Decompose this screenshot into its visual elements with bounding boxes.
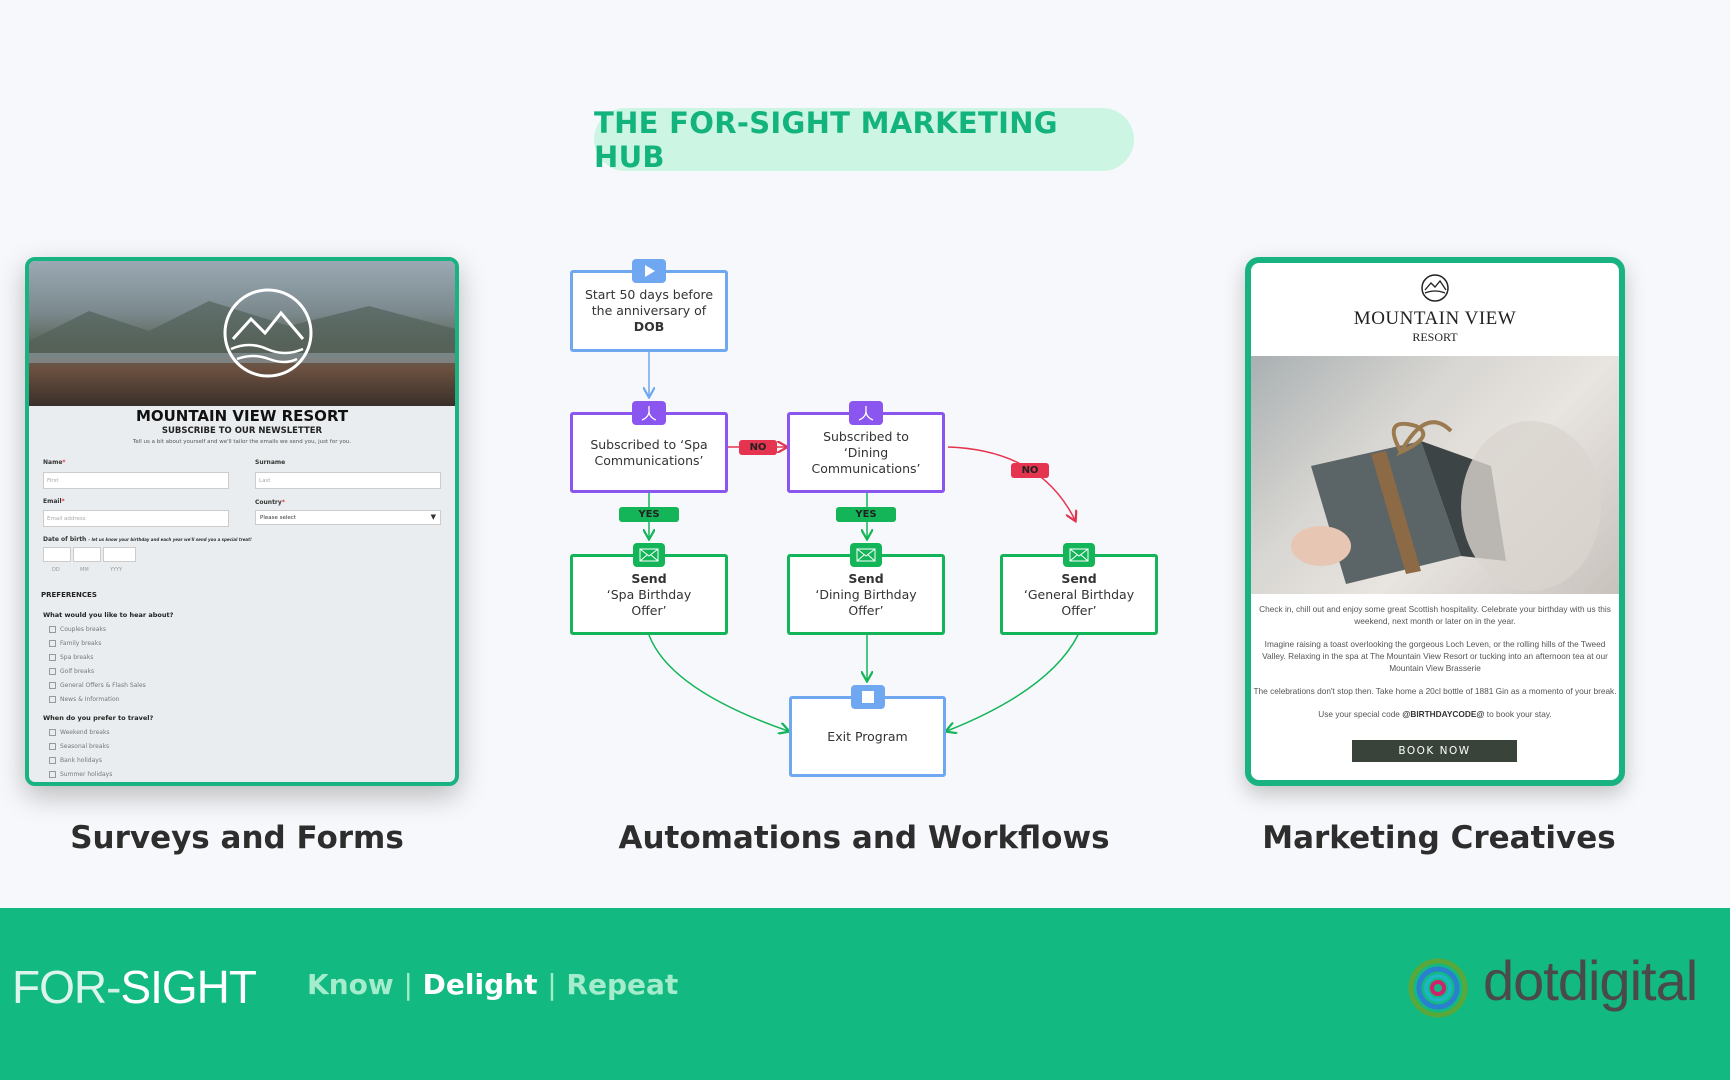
condition-dining-node[interactable]: Subscribed to ‘Dining Communications’: [787, 401, 945, 493]
mm-hint: MM: [80, 567, 89, 573]
exit-node[interactable]: Exit Program: [789, 685, 946, 777]
page-title: THE FOR-SIGHT MARKETING HUB: [594, 106, 1134, 174]
section-label-automations: Automations and Workflows: [618, 820, 1110, 856]
gift-box-icon: [1291, 420, 1601, 591]
start-text-1: Start 50 days before: [584, 287, 714, 302]
no-label: NO: [1011, 463, 1049, 478]
country-select[interactable]: Please select▼: [255, 510, 441, 525]
email-label: Email*: [43, 498, 65, 505]
question-interests: What would you like to hear about?: [43, 611, 174, 619]
envelope-icon: [1063, 543, 1095, 567]
form-subtitle: SUBSCRIBE TO OUR NEWSLETTER: [161, 426, 323, 436]
email-input[interactable]: Email address: [43, 510, 229, 527]
checkbox-option[interactable]: Couples breaks: [49, 626, 106, 633]
condition-spa-node[interactable]: Subscribed to ‘Spa Communications’: [570, 401, 728, 493]
send-dining-text: ‘Dining Birthday Offer’: [815, 586, 917, 618]
gift-photo: [1251, 356, 1619, 594]
chevron-down-icon: ▼: [430, 513, 436, 521]
dob-label: Date of birth - let us know your birthda…: [43, 536, 252, 543]
send-spa-text: ‘Spa Birthday Offer’: [606, 586, 692, 618]
section-label-forms: Surveys and Forms: [70, 820, 404, 856]
send-label: Send: [848, 570, 884, 586]
email-paragraph: Imagine raising a toast overlooking the …: [1262, 639, 1608, 673]
dob-month-input[interactable]: [73, 547, 101, 562]
email-paragraph: The celebrations don't stop then. Take h…: [1253, 686, 1617, 696]
send-dining-node[interactable]: Send ‘Dining Birthday Offer’: [787, 543, 945, 635]
name-label: Name*: [43, 459, 66, 466]
connector-dining-no: [947, 446, 1075, 520]
send-spa-node[interactable]: Send ‘Spa Birthday Offer’: [570, 543, 728, 635]
dotdigital-logo-icon: [1408, 958, 1468, 1018]
yes-label: YES: [619, 507, 679, 522]
send-general-node[interactable]: Send ‘General Birthday Offer’: [1000, 543, 1158, 635]
yyyy-hint: YYYY: [110, 567, 123, 573]
connector-general-exit: [947, 634, 1079, 731]
send-label: Send: [631, 570, 667, 586]
question-travel: When do you prefer to travel?: [43, 714, 154, 722]
surname-input[interactable]: Last: [255, 472, 441, 489]
envelope-icon: [633, 543, 665, 567]
condition-dining-text: Subscribed to ‘Dining Communications’: [811, 428, 921, 476]
checkbox-option[interactable]: Golf breaks: [49, 668, 94, 675]
send-general-text: ‘General Birthday Offer’: [1023, 586, 1135, 618]
split-icon: [849, 401, 883, 425]
survey-form-preview: MOUNTAIN VIEW RESORT SUBSCRIBE TO OUR NE…: [25, 257, 459, 786]
checkbox-option[interactable]: Weekend breaks: [49, 729, 110, 736]
checkbox-option[interactable]: Seasonal breaks: [49, 743, 109, 750]
start-text-bold: DOB: [633, 319, 665, 334]
form-intro: Tell us a bit about yourself and we'll t…: [132, 439, 352, 445]
stop-icon: [850, 685, 885, 709]
first-name-input[interactable]: First: [43, 472, 229, 489]
dd-hint: DD: [52, 567, 60, 573]
email-paragraph: Check in, chill out and enjoy some great…: [1259, 604, 1611, 626]
resort-logo-icon: [1421, 274, 1449, 302]
start-text-2: the anniversary of: [591, 303, 707, 318]
forsight-logo: FOR-SIGHT: [12, 961, 257, 1013]
dotdigital-wordmark: dotdigital: [1483, 949, 1698, 1012]
email-brand-sub: RESORT: [1412, 330, 1458, 344]
country-label: Country*: [255, 499, 285, 506]
play-icon: [632, 259, 666, 283]
checkbox-option[interactable]: Family breaks: [49, 640, 101, 647]
resort-hero-image: [29, 261, 455, 406]
section-label-creatives: Marketing Creatives: [1262, 820, 1616, 856]
checkbox-option[interactable]: Bank holidays: [49, 757, 102, 764]
dob-day-input[interactable]: [43, 547, 71, 562]
checkbox-option[interactable]: Summer holidays: [49, 771, 112, 778]
surname-label: Surname: [255, 459, 286, 466]
send-label: Send: [1061, 570, 1097, 586]
checkbox-option[interactable]: News & Information: [49, 696, 119, 703]
footer: FOR-SIGHT Know | Delight | Repeat dotdig…: [0, 908, 1730, 1080]
email-brand-name: MOUNTAIN VIEW: [1353, 308, 1517, 329]
preferences-heading: PREFERENCES: [41, 591, 97, 599]
exit-text: Exit Program: [827, 728, 908, 744]
start-node[interactable]: Start 50 days before the anniversary of …: [570, 259, 728, 352]
dob-year-input[interactable]: [103, 547, 136, 562]
checkbox-option[interactable]: General Offers & Flash Sales: [49, 682, 146, 689]
email-creative-preview: MOUNTAIN VIEW RESORT Check in, chill out…: [1245, 257, 1625, 786]
book-now-button[interactable]: BOOK NOW: [1352, 740, 1517, 762]
yes-label: YES: [836, 507, 896, 522]
tagline: Know | Delight | Repeat: [307, 968, 679, 1001]
envelope-icon: [850, 543, 882, 567]
split-icon: [632, 401, 666, 425]
checkbox-option[interactable]: Spa breaks: [49, 654, 93, 661]
mountain-logo-icon: [29, 288, 455, 378]
no-label: NO: [739, 440, 777, 455]
condition-spa-text: Subscribed to ‘Spa Communications’: [590, 436, 708, 468]
connector-spa-exit: [648, 634, 788, 731]
form-title: MOUNTAIN VIEW RESORT: [135, 407, 349, 425]
email-code-paragraph: Use your special code @BIRTHDAYCODE@ to …: [1318, 709, 1552, 719]
